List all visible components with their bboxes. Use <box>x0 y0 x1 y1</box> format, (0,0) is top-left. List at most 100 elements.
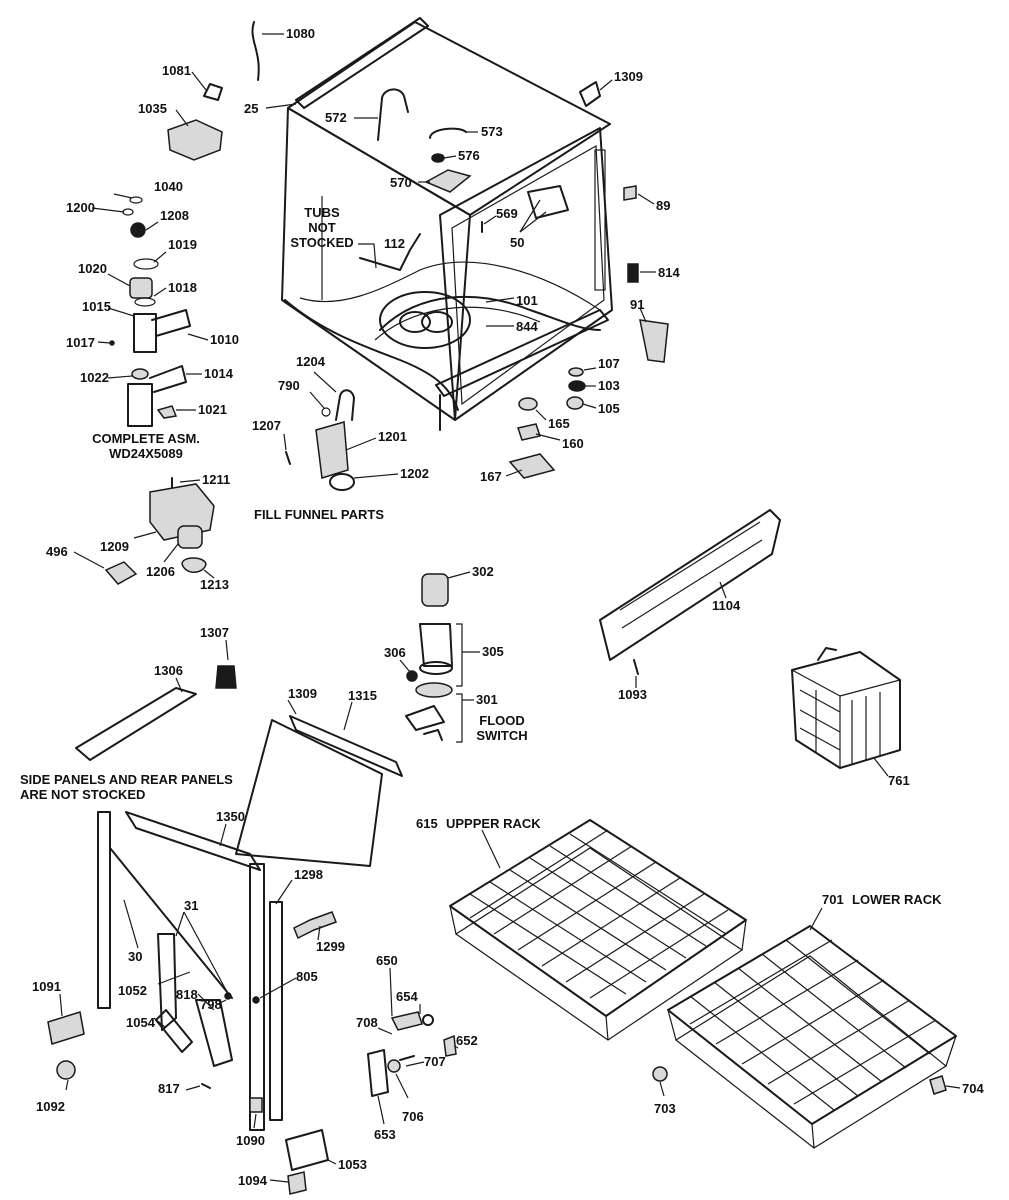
label-652: 652 <box>456 1033 478 1048</box>
oring-1040 <box>129 196 143 204</box>
label-301: 301 <box>476 692 498 707</box>
label-615: 615 <box>416 816 438 831</box>
silverware-basket <box>791 647 901 769</box>
funnel-1201 <box>315 421 349 479</box>
label-790: 790 <box>278 378 300 393</box>
label-1209: 1209 <box>100 539 129 554</box>
bracket-91 <box>639 319 669 363</box>
side-panels-caption: SIDE PANELS AND REAR PANELS ARE NOT STOC… <box>20 772 233 803</box>
spring-814 <box>627 263 639 283</box>
label-1035: 1035 <box>138 101 167 116</box>
label-805: 805 <box>296 969 318 984</box>
label-576: 576 <box>458 148 480 163</box>
tee-1015 <box>133 313 157 353</box>
elbow-1021 <box>156 405 178 419</box>
label-1018: 1018 <box>168 280 197 295</box>
label-1306: 1306 <box>154 663 183 678</box>
cord-1080 <box>251 21 260 81</box>
label-1053: 1053 <box>338 1157 367 1172</box>
panel-1309 <box>235 719 383 867</box>
label-1201: 1201 <box>378 429 407 444</box>
caption-line: FLOOD <box>479 713 525 728</box>
tubs-not-stocked-caption: TUBS NOT STOCKED <box>286 205 358 251</box>
label-1202: 1202 <box>400 466 429 481</box>
side-rail-1090 <box>249 863 265 1131</box>
side-panel-left <box>97 811 111 1009</box>
motor-302 <box>421 573 449 607</box>
label-1307: 1307 <box>200 625 229 640</box>
foot-1091 <box>47 1011 85 1045</box>
upper-rack <box>449 819 747 1041</box>
label-30: 30 <box>128 949 143 964</box>
plate-1053 <box>285 1129 329 1171</box>
tub-assembly <box>281 17 613 431</box>
label-1080: 1080 <box>286 26 315 41</box>
caption-line: TUBS <box>304 205 340 220</box>
nut-576 <box>431 153 445 163</box>
label-160: 160 <box>562 436 584 451</box>
label-1054: 1054 <box>126 1015 155 1030</box>
label-1309-panel: 1309 <box>288 686 317 701</box>
washer-107 <box>568 367 584 377</box>
label-1200: 1200 <box>66 200 95 215</box>
wheel-1092 <box>56 1060 76 1080</box>
label-798: 798 <box>200 997 222 1012</box>
label-105: 105 <box>598 401 620 416</box>
label-1015: 1015 <box>82 299 111 314</box>
label-112: 112 <box>384 236 405 251</box>
bracket-167 <box>508 453 556 479</box>
label-165: 165 <box>548 416 570 431</box>
caption-line: NOT <box>308 219 336 235</box>
label-1213: 1213 <box>200 577 229 592</box>
clip-652 <box>443 1034 457 1057</box>
label-50: 50 <box>510 235 525 250</box>
label-569: 569 <box>496 206 518 221</box>
lower-rack-caption: LOWER RACK <box>852 892 942 907</box>
label-101: 101 <box>516 293 538 308</box>
label-761: 761 <box>888 773 910 788</box>
pipe-1014 <box>149 365 187 393</box>
washer-103 <box>568 380 586 392</box>
switch-lever <box>423 729 443 741</box>
plate-653 <box>367 1049 389 1097</box>
label-1204: 1204 <box>296 354 325 369</box>
switch-bracket <box>405 705 445 731</box>
label-1093: 1093 <box>618 687 647 702</box>
side-panel-1350 <box>125 811 261 871</box>
label-1092: 1092 <box>36 1099 65 1114</box>
fill-funnel-caption: FILL FUNNEL PARTS <box>254 507 384 522</box>
label-31: 31 <box>184 898 199 913</box>
caption-line: STOCKED <box>290 234 354 250</box>
hose-1204 <box>335 389 355 421</box>
valve-body-1206 <box>177 525 203 549</box>
label-1208: 1208 <box>160 208 189 223</box>
label-573: 573 <box>481 124 503 139</box>
leader-lines <box>59 33 961 1183</box>
label-844: 844 <box>516 319 538 334</box>
label-572: 572 <box>325 110 347 125</box>
bracket-654 <box>390 1011 423 1031</box>
label-818: 818 <box>176 987 198 1002</box>
label-1299: 1299 <box>316 939 345 954</box>
body-1014 <box>127 383 153 427</box>
upper-rack-caption: UPPPER RACK <box>446 816 541 831</box>
label-701: 701 <box>822 892 844 907</box>
caption-line: SWITCH <box>476 727 528 743</box>
label-91: 91 <box>630 297 645 312</box>
brace-1315 <box>289 715 403 777</box>
label-306: 306 <box>384 645 406 660</box>
caption-line: WD24X5089 <box>109 445 183 461</box>
label-653: 653 <box>374 1127 396 1142</box>
strip-1306 <box>75 687 197 761</box>
label-1010: 1010 <box>210 332 239 347</box>
label-650: 650 <box>376 953 398 968</box>
washer-1200 <box>122 208 134 216</box>
complete-assembly-caption: COMPLETE ASM. WD24X5089 <box>76 431 216 462</box>
label-1104: 1104 <box>712 598 741 613</box>
label-703: 703 <box>654 1101 676 1116</box>
flood-brace <box>456 623 463 687</box>
bracket-50 <box>527 185 569 219</box>
label-1094: 1094 <box>238 1173 267 1188</box>
label-1019: 1019 <box>168 237 197 252</box>
roller-706 <box>387 1059 401 1073</box>
